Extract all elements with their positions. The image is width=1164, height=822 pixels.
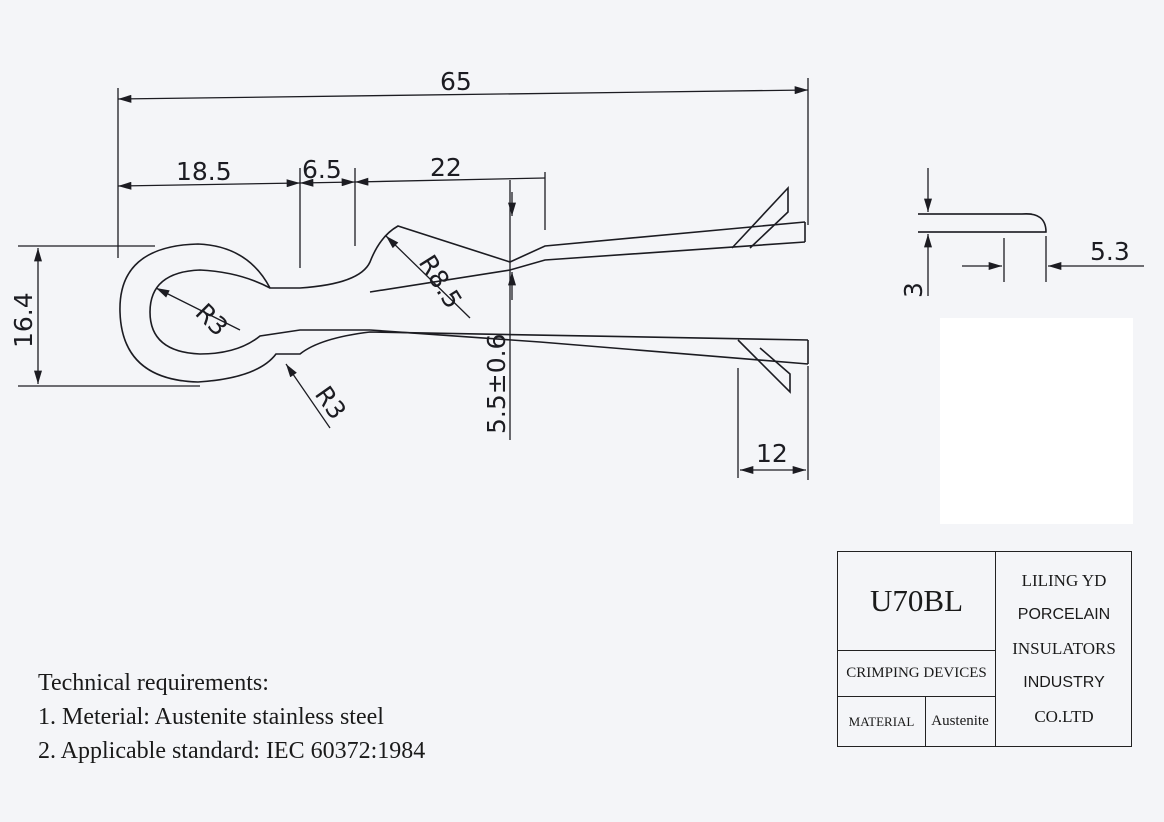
material-value: Austenite [931, 713, 989, 729]
note-item: 2. Applicable standard: IEC 60372:1984 [38, 738, 426, 764]
dimension-lines [18, 78, 809, 480]
dim-overall-length: 65 [440, 67, 472, 96]
dim-wire-thickness: 3 [899, 282, 928, 298]
dim-segment-c: 22 [430, 153, 462, 182]
dim-opening: 5.5±0.6 [482, 334, 511, 434]
note-item: 1. Meterial: Austenite stainless steel [38, 704, 384, 730]
title-block-left: U70BL CRIMPING DEVICES MATERIAL Austenit… [838, 552, 996, 746]
dim-segment-b: 6.5 [302, 155, 342, 184]
cross-section-view [918, 168, 1144, 296]
company-line: PORCELAIN [1017, 606, 1111, 623]
title-block: U70BL CRIMPING DEVICES MATERIAL Austenit… [837, 551, 1132, 747]
dim-tip-length: 12 [756, 439, 788, 468]
company-line: LILING YD [1021, 571, 1107, 590]
company-line: CO.LTD [1034, 707, 1094, 726]
dim-radius-eye: R3 [190, 298, 234, 342]
dim-radius-bottom: R3 [309, 381, 352, 425]
product-type: CRIMPING DEVICES [838, 651, 995, 697]
dim-segment-a: 18.5 [176, 157, 232, 186]
company-line: INDUSTRY [1023, 674, 1105, 691]
technical-notes: Technical requirements: 1. Meterial: Aus… [38, 666, 598, 768]
model-number: U70BL [838, 552, 995, 651]
blank-area [940, 318, 1133, 524]
notes-heading: Technical requirements: [38, 670, 269, 696]
clip-outline [119, 185, 809, 394]
material-label: MATERIAL [838, 697, 926, 746]
company-line: INSULATORS [1012, 639, 1116, 658]
company-name: LILING YD PORCELAIN INSULATORS INDUSTRY … [996, 552, 1132, 746]
dim-radius-bend: R8.5 [413, 250, 468, 314]
dim-wire-width: 5.3 [1090, 237, 1130, 266]
dim-height: 16.4 [9, 292, 38, 348]
